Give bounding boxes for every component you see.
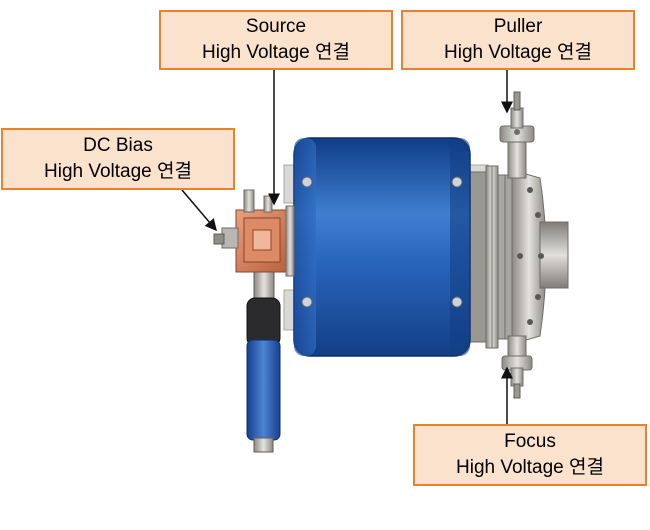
- gas-inlet-tube: [246, 271, 281, 453]
- callout-puller-title: Puller: [493, 16, 543, 37]
- callout-source: Source High Voltage 연결: [159, 10, 393, 70]
- callout-focus-title: Focus: [504, 431, 556, 452]
- dc-bias-leader: [181, 189, 217, 232]
- puller-feedthrough: [499, 91, 535, 179]
- callout-dc-bias: DC Bias High Voltage 연결: [1, 128, 235, 190]
- flange-assembly: [469, 165, 569, 349]
- callout-source-title: Source: [245, 16, 307, 37]
- callout-focus: Focus High Voltage 연결: [413, 424, 647, 486]
- callout-source-subtitle: High Voltage 연결: [202, 42, 350, 63]
- magnet-housing: [293, 137, 471, 357]
- callout-puller: Puller High Voltage 연결: [401, 10, 635, 70]
- source-block: [213, 189, 295, 277]
- callout-dc-bias-title: DC Bias: [83, 135, 153, 156]
- callout-puller-subtitle: High Voltage 연결: [444, 42, 592, 63]
- callout-dc-bias-subtitle: High Voltage 연결: [44, 161, 192, 182]
- callout-focus-subtitle: High Voltage 연결: [456, 457, 604, 478]
